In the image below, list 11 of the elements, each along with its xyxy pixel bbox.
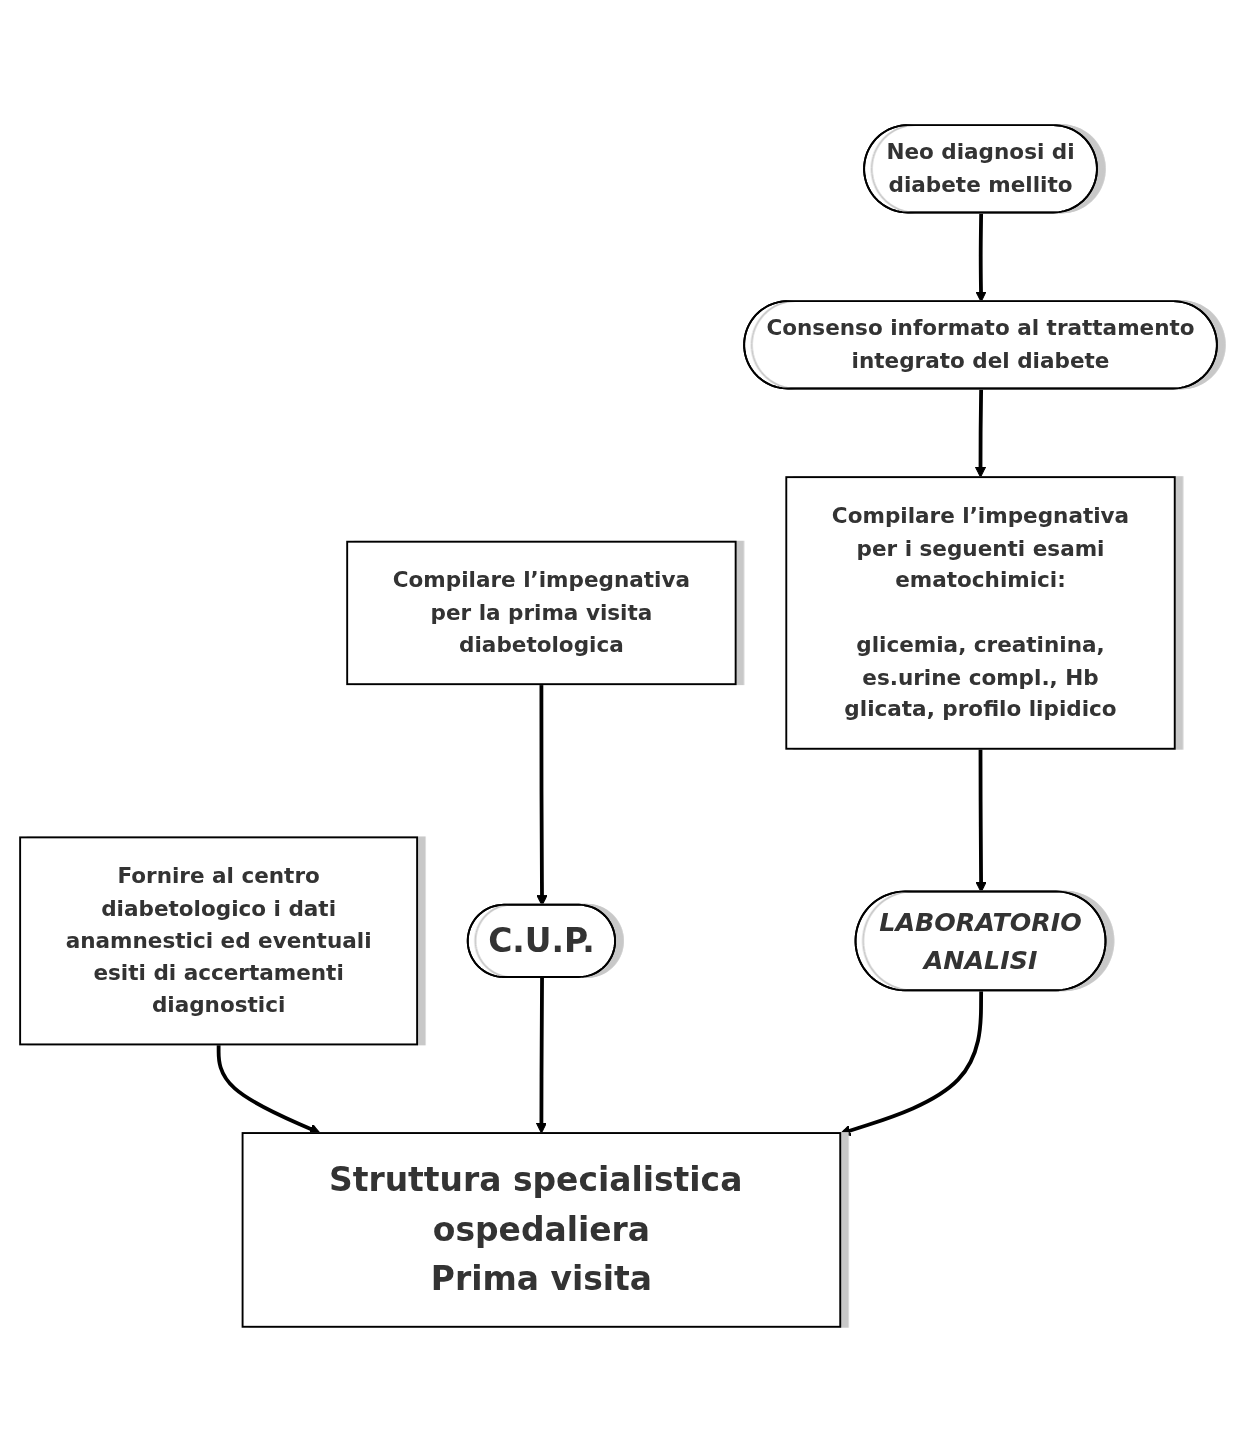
arrow (535, 977, 547, 1134)
arrow (975, 748, 987, 893)
node-box: Compilare l’impegnativa per la prima visita diabetologica (346, 540, 737, 686)
arrow (839, 990, 984, 1137)
node-box: Compilare l’impegnativa per i seguenti esami ematochimici: glicemia, creatinina, es.urine compl., Hb glicata, profilo lipidico (785, 476, 1176, 750)
node-box: Struttura specialistica ospedaliera Prima visita (241, 1132, 842, 1328)
arrow (975, 213, 987, 303)
arrow (536, 684, 548, 906)
node-box: Fornire al centro diabetologico i dati anamnestici ed eventuali esiti di accertamenti diagnostici (19, 836, 419, 1046)
arrow (974, 389, 987, 478)
arrow (216, 1044, 321, 1135)
